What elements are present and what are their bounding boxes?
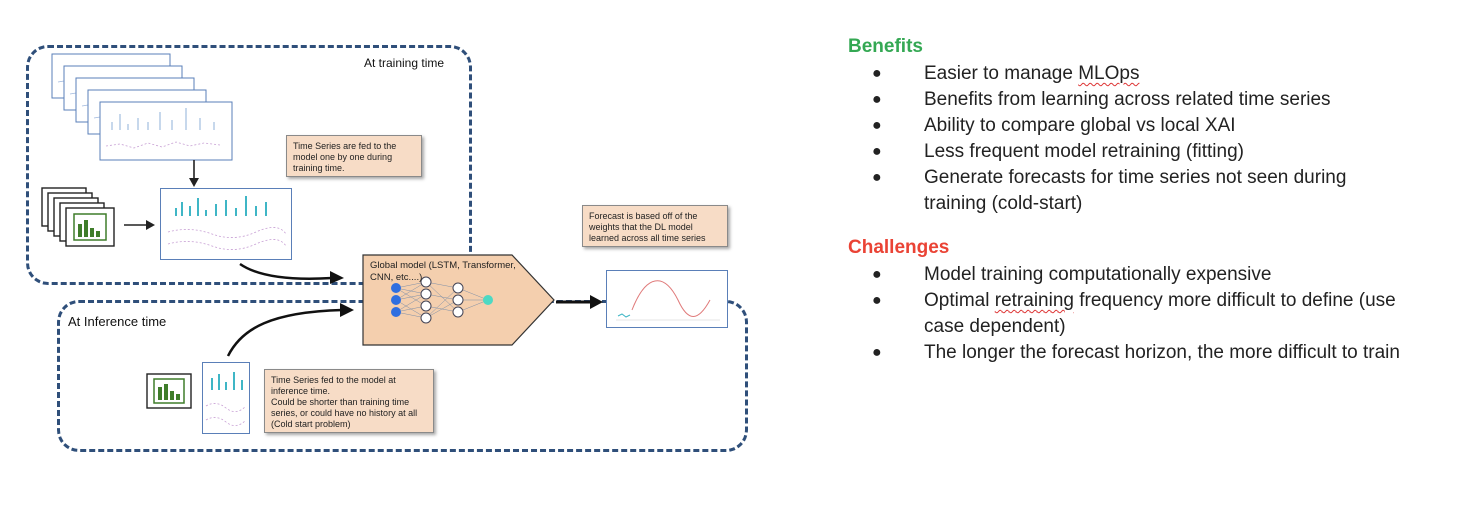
training-note: Time Series are fed to the model one by …	[286, 135, 422, 177]
challenges-list: ●Model training computationally expensiv…	[848, 262, 1458, 366]
inference-time-label: At Inference time	[68, 314, 167, 329]
training-series-panel	[160, 188, 292, 260]
benefits-title: Benefits	[848, 36, 923, 57]
global-model-title: Global model (LSTM, Transformer, CNN, et…	[370, 260, 516, 283]
forecast-note: Forecast is based off of the weights tha…	[582, 205, 728, 247]
documents-stack-icon	[41, 187, 115, 247]
inference-note-line: Time Series fed to the model at inferenc…	[271, 375, 396, 396]
training-time-box	[26, 45, 472, 285]
time-series-thumb	[99, 101, 233, 161]
benefits-list: ●Easier to manage MLOps ●Benefits from l…	[848, 61, 1458, 217]
benefit-item: ●Easier to manage MLOps	[872, 63, 1140, 84]
benefit-item: ●Benefits from learning across related t…	[872, 89, 1331, 110]
arrow-to-forecast	[556, 295, 603, 309]
global-model-shape	[362, 254, 555, 346]
arrow-down	[189, 160, 199, 187]
time-series-stack	[51, 53, 233, 161]
benefit-item: ●Generate forecasts for time series not …	[872, 167, 1347, 214]
forecast-chart-thumb	[606, 270, 728, 328]
neural-net-icon	[391, 276, 493, 324]
benefit-item: ●Ability to compare global vs local XAI	[872, 115, 1236, 136]
benefit-item: ●Less frequent model retraining (fitting…	[872, 141, 1244, 162]
challenge-item: ●Model training computationally expensiv…	[872, 264, 1272, 285]
curved-arrow-inference	[226, 303, 354, 357]
curved-arrow-training	[239, 262, 344, 284]
challenge-item: ●The longer the forecast horizon, the mo…	[872, 342, 1400, 363]
arrow-right	[124, 220, 155, 230]
inference-document-icon	[146, 373, 192, 409]
training-time-label: At training time	[364, 56, 445, 70]
inference-series-panel	[202, 362, 250, 434]
inference-note-line: Could be shorter than training time seri…	[271, 397, 418, 429]
challenges-title: Challenges	[848, 237, 950, 258]
inference-note: Time Series fed to the model at inferenc…	[264, 369, 434, 433]
diagram: At training time At Inference time	[26, 45, 748, 452]
challenge-item: ●Optimal retraining frequency more diffi…	[872, 290, 1396, 337]
benefits-challenges-panel: Benefits ●Easier to manage MLOps ●Benefi…	[848, 36, 1458, 366]
